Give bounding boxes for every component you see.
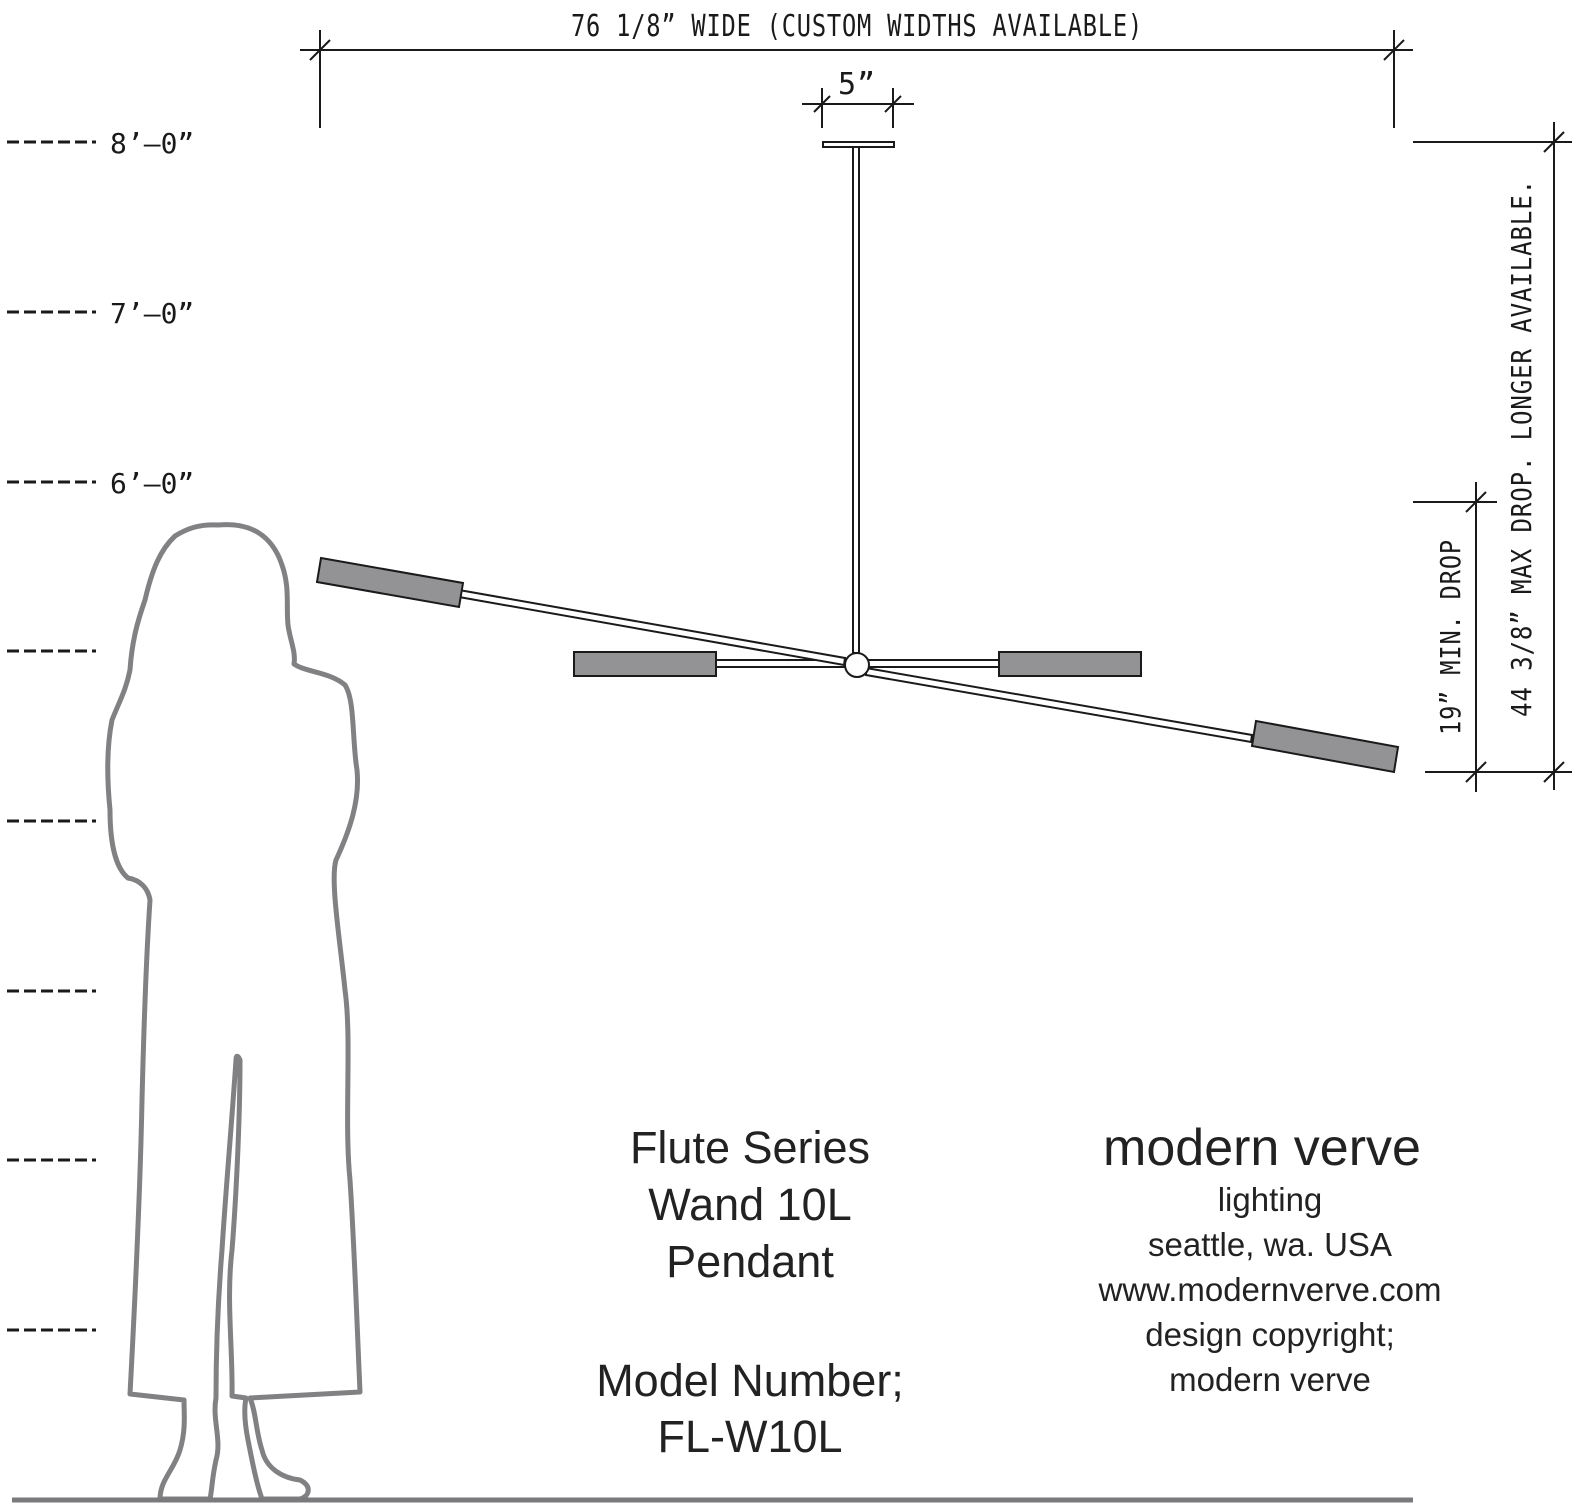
downrod	[852, 146, 860, 654]
height-label-8ft: 8’–0”	[110, 127, 194, 160]
model-number-label: Model Number;	[596, 1355, 904, 1406]
max-drop-label: 44 3/8” MAX DROP. LONGER AVAILABLE.	[1505, 179, 1538, 717]
canopy-label: 5”	[838, 67, 876, 102]
pendant-fixture-icon	[315, 141, 1400, 774]
model-number: FL-W10L	[657, 1411, 842, 1462]
arm-right	[866, 659, 1000, 668]
min-drop-tick-top	[1465, 491, 1487, 513]
height-scale	[7, 140, 96, 1332]
shade-lower-right	[1250, 719, 1400, 774]
canopy-dimension	[802, 88, 914, 128]
brand-location: seattle, wa. USA	[1148, 1226, 1392, 1263]
height-label-7ft: 7’–0”	[110, 297, 194, 330]
width-dimension	[300, 30, 1413, 128]
canopy-tick-right	[884, 95, 902, 113]
shade-right	[998, 651, 1142, 677]
brand-tagline: lighting	[1218, 1181, 1323, 1218]
drop-dimensions	[1413, 122, 1572, 792]
silhouette-outline	[105, 522, 363, 1502]
canopy-tick-left	[813, 95, 831, 113]
brand-website: www.modernverve.com	[1098, 1271, 1442, 1308]
shade-left	[573, 651, 717, 677]
arm-diagonal-lower	[865, 666, 1254, 744]
hub	[844, 652, 870, 678]
width-label: 76 1/8” WIDE (CUSTOM WIDTHS AVAILABLE)	[571, 9, 1143, 44]
product-series: Flute Series	[630, 1122, 870, 1173]
min-drop-label: 19” MIN. DROP	[1434, 539, 1467, 735]
product-type: Pendant	[666, 1236, 834, 1287]
brand-name: modern verve	[1103, 1119, 1421, 1177]
width-tick-right	[1383, 39, 1405, 61]
brand-copyright-line2: modern verve	[1169, 1361, 1371, 1398]
product-name: Wand 10L	[648, 1179, 851, 1230]
width-tick-left	[309, 39, 331, 61]
height-label-6ft: 6’–0”	[110, 467, 194, 500]
max-drop-tick-top	[1543, 131, 1565, 153]
brand-copyright-line1: design copyright;	[1145, 1316, 1394, 1353]
human-silhouette-icon	[105, 522, 363, 1502]
shade-upper-left	[315, 556, 465, 609]
min-drop-tick-bottom	[1465, 761, 1487, 783]
